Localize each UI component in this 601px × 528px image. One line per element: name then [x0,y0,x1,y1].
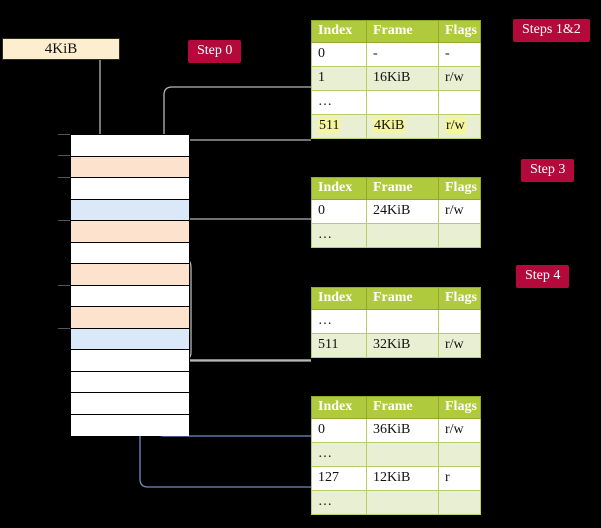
memory-frame-row [71,221,189,243]
memory-tick-mark [58,155,70,156]
memory-frame-row [71,199,189,221]
virtual-page-box: 4KiB [2,38,120,60]
step-badge-steps1-2: Steps 1&2 [513,19,590,42]
memory-frame-row [71,178,189,200]
cell-frame [366,490,439,515]
memory-frame-row [71,135,189,157]
table-row: … [311,223,481,248]
column-header-frame: Frame [366,287,439,310]
memory-frame-row [71,285,189,307]
highlighted-value: r/w [445,118,466,133]
cell-index: … [311,442,367,467]
cell-frame: 32KiB [366,333,439,358]
memory-frame-row [71,264,189,286]
cell-index: 511 [311,114,367,139]
memory-frame-row [71,414,189,436]
cell-frame: 12KiB [366,466,439,491]
table-row: 511 4KiB r/w [311,114,481,139]
column-header-index: Index [311,396,367,419]
cell-index: 0 [311,199,367,224]
highlighted-value: 4KiB [373,118,406,133]
memory-tick-mark [58,134,70,135]
cell-flags: r/w [438,199,481,224]
column-header-flags: Flags [438,287,481,310]
cell-index: 511 [311,333,367,358]
table-row: 0-- [311,42,481,67]
cell-flags [438,490,481,515]
cell-frame [366,90,439,115]
cell-flags [438,90,481,115]
column-header-index: Index [311,20,367,43]
column-header-flags: Flags [438,20,481,43]
memory-frame-row [71,371,189,393]
cell-index: 1 [311,66,367,91]
cell-flags: r/w [438,333,481,358]
cell-frame: 16KiB [366,66,439,91]
table-row: … [311,490,481,515]
memory-tick-mark [58,177,70,178]
cell-flags: r/w [438,66,481,91]
cell-flags: r [438,466,481,491]
cell-frame: - [366,42,439,67]
table-row: … [311,90,481,115]
memory-frame-row [71,393,189,415]
cell-frame [366,309,439,334]
step-badge-step0: Step 0 [188,40,242,63]
memory-frame-row [71,307,189,329]
cell-frame: 36KiB [366,418,439,443]
cell-frame: 4KiB [366,114,439,139]
table-row: … [311,309,481,334]
cell-index: … [311,90,367,115]
cell-frame: 24KiB [366,199,439,224]
cell-index: 0 [311,418,367,443]
cell-index: … [311,223,367,248]
column-header-index: Index [311,177,367,200]
step-badge-step4: Step 4 [516,265,570,288]
memory-frame-row [71,242,189,264]
memory-frame-row [71,156,189,178]
cell-flags: r/w [438,114,481,139]
cell-flags [438,442,481,467]
cell-index: … [311,490,367,515]
physical-memory-column [70,134,190,436]
column-header-index: Index [311,287,367,310]
column-header-frame: Frame [366,177,439,200]
column-header-frame: Frame [366,20,439,43]
cell-flags [438,309,481,334]
memory-tick-mark [58,285,70,286]
column-header-flags: Flags [438,396,481,419]
memory-tick-mark [58,328,70,329]
column-header-flags: Flags [438,177,481,200]
cell-index: 127 [311,466,367,491]
cell-index: 0 [311,42,367,67]
memory-frame-row [71,328,189,350]
cell-flags [438,223,481,248]
column-header-frame: Frame [366,396,439,419]
step-badge-step3: Step 3 [521,159,575,182]
highlighted-value: 511 [318,118,341,133]
cell-frame [366,223,439,248]
memory-tick-mark [58,220,70,221]
cell-index: … [311,309,367,334]
cell-flags: - [438,42,481,67]
cell-frame [366,442,439,467]
table-row: … [311,442,481,467]
cell-flags: r/w [438,418,481,443]
memory-frame-row [71,350,189,372]
